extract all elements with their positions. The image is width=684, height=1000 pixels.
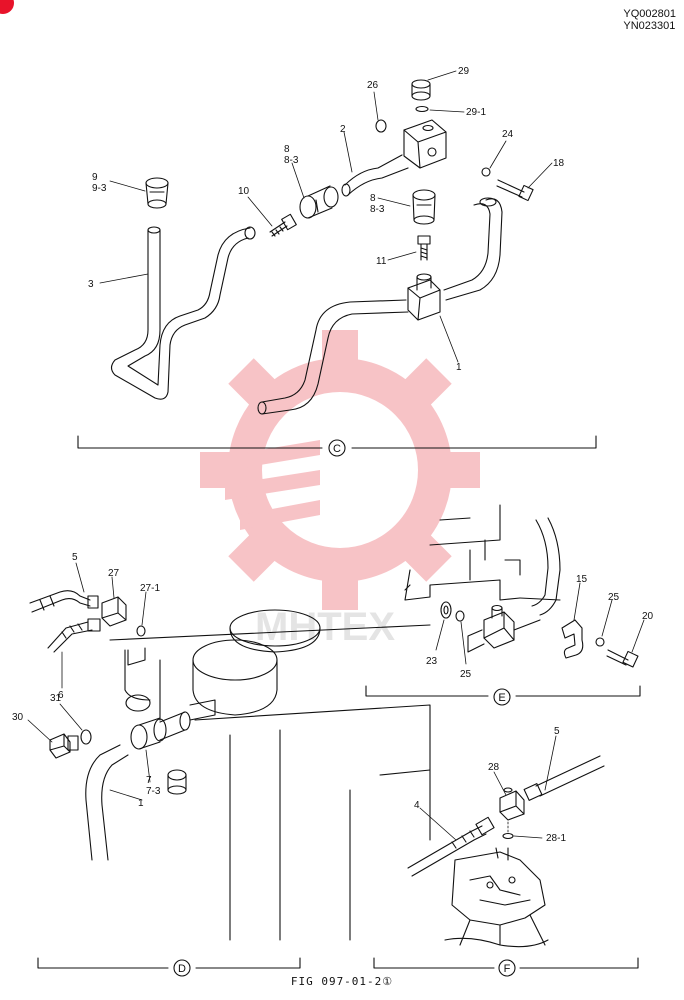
label-31: 31 [50,693,62,704]
label-5-f: 5 [554,726,560,737]
label-15: 15 [576,574,588,585]
label-4: 4 [414,800,420,811]
part-11-screw [417,235,431,261]
watermark-text: MHTEX [255,605,395,649]
part-5-hose-f [523,755,605,801]
label-20: 20 [642,611,654,622]
part-24-washer [481,167,491,177]
part-2-hose [341,154,409,197]
part-1-pipe-d [85,744,129,861]
section-f-bracket [373,957,639,969]
figure-caption: FIG 097-01-2① [290,975,394,988]
part-20-bolt [606,649,639,668]
section-e-letter: E [498,692,505,704]
label-27: 27 [108,568,120,579]
part-30-plug [49,733,79,759]
part-8-fitting-lower [412,189,436,225]
part-27-1-oring [136,625,146,637]
tee-fitting-e [467,604,541,653]
leaders-section-d [27,562,151,801]
leaders-section-e [435,582,645,665]
part-9-fitting [145,177,169,209]
section-e-marker [493,688,511,706]
code-2: YN023301 [623,20,676,32]
label-8-upper: 8 [284,144,290,155]
engine-body-e [404,504,561,601]
part-3-pipe [110,226,256,400]
part-18-bolt [496,179,534,202]
part-28-fitting [499,787,525,821]
label-1-d: 1 [138,798,144,809]
callout-labels: 29 29-1 26 2 24 18 8 8-3 8 8-3 9 9-3 10 … [12,66,654,844]
small-fitting-d [167,769,187,795]
engine-body-d [109,624,431,941]
label-23: 23 [426,656,438,667]
watermark-gear-icon [200,330,480,610]
label-2: 2 [340,124,346,135]
part-1-pipe [257,197,503,415]
part-8-fitting-upper [299,185,339,219]
section-f-letter: F [504,963,511,975]
part-4-hose [407,816,495,877]
part-25-washer-upper [595,637,605,647]
document-codes: YQ002801 YN023301 [623,8,676,32]
label-24: 24 [502,129,514,140]
part-25-washer-lower [455,610,465,622]
label-1-c: 1 [456,362,462,373]
label-25-lower: 25 [460,669,472,680]
label-3: 3 [88,279,94,290]
pipe-e [531,517,561,616]
section-letters: C D E F [178,443,511,975]
part-28-1-oring [502,832,514,840]
leaders-section-c [99,70,553,363]
part-6-hose [47,618,101,653]
leaders-section-f [419,735,557,841]
section-d-marker [173,959,191,977]
section-d-letter: D [178,963,186,975]
corner-red-mark [0,0,14,14]
label-7: 7 [146,775,152,786]
label-7-3: 7-3 [146,786,161,797]
label-25-upper: 25 [608,592,620,603]
tee-block-upper [403,119,447,169]
part-10-screw [269,213,297,237]
label-28: 28 [488,762,500,773]
label-9-3: 9-3 [92,183,107,194]
label-28-1: 28-1 [546,833,566,844]
label-10: 10 [238,186,250,197]
air-cleaner-d [189,609,321,721]
section-c-bracket [77,435,597,449]
label-11: 11 [376,256,387,267]
label-29: 29 [458,66,470,77]
part-26-oring [375,119,387,133]
part-23-fitting [440,601,452,619]
section-d-bracket [37,957,301,969]
pump-body-f [444,847,549,948]
label-27-1: 27-1 [140,583,160,594]
label-30: 30 [12,712,24,723]
part-15-clamp [561,619,584,659]
part-29-plug [411,79,431,113]
part-7-fitting [130,711,191,750]
section-c-marker [328,439,346,457]
label-6: 6 [58,690,64,701]
part-5-hose-d [29,590,99,613]
code-1: YQ002801 [623,8,676,20]
section-c-letter: C [333,443,341,455]
section-e-bracket [365,685,641,697]
section-f-marker [498,959,516,977]
label-18: 18 [553,158,565,169]
label-5-d: 5 [72,552,78,563]
label-8-lower: 8 [370,193,376,204]
label-9: 9 [92,172,98,183]
label-29-1: 29-1 [466,107,486,118]
label-8-3-upper: 8-3 [284,155,299,166]
label-26: 26 [367,80,379,91]
label-8-3-lower: 8-3 [370,204,385,215]
part-31-oring [80,729,92,745]
part-27-fitting [101,596,127,627]
